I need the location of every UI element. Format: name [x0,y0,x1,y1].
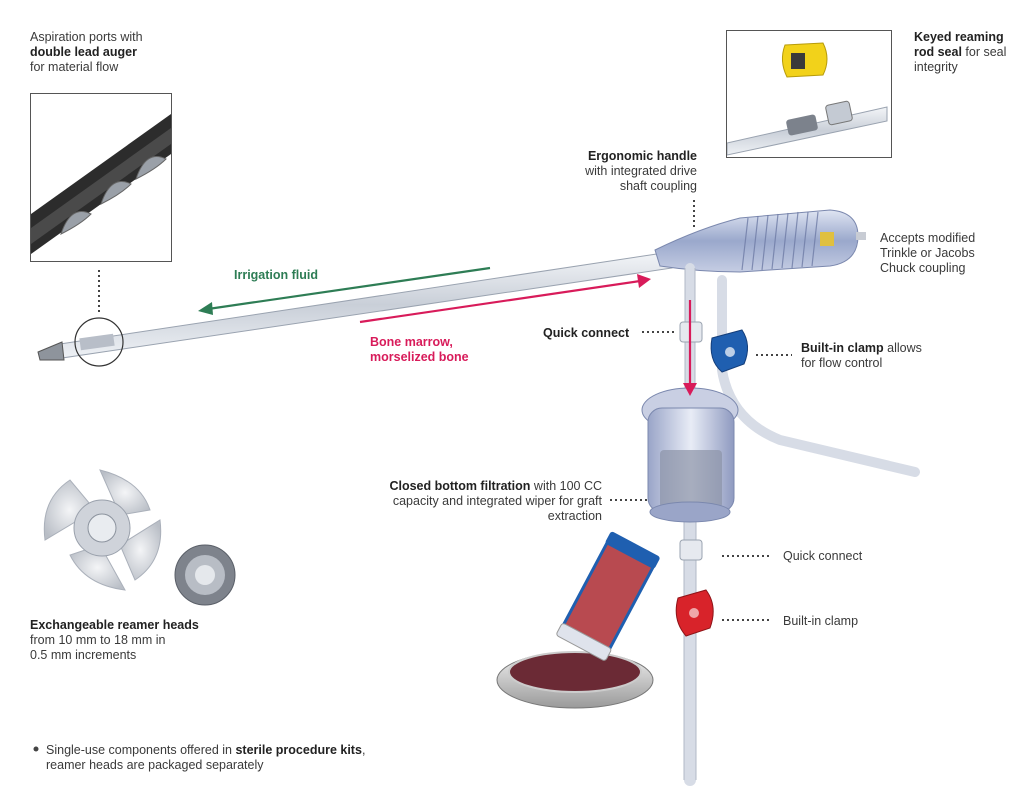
reamer-heads-label: Exchangeable reamer heads from 10 mm to … [30,618,199,663]
reamer-heads-bold: Exchangeable reamer heads [30,618,199,632]
filtration-rest: with 100 CC [530,479,602,493]
bone-marrow-line2: morselized bone [370,350,469,364]
accepts-line2: Trinkle or Jacobs [880,246,975,260]
downflow-arrow [683,300,697,396]
footnote: Single-use components offered in sterile… [46,743,365,773]
irrigation-fluid-label: Irrigation fluid [234,268,319,282]
built-in-clamp-bottom-label: Built-in clamp [783,614,859,628]
filtration-line2: capacity and integrated wiper for graft [392,494,602,508]
filter-cartridge [556,531,660,661]
accepts-line1: Accepts modified [880,231,976,245]
bone-marrow-label: Bone marrow, morselized bone [370,335,469,365]
graft-bowl [496,651,654,709]
clamp-top-bold: Built-in clamp [801,341,884,355]
auger-detail-inset [30,93,172,262]
irrigation-arrow [198,266,491,315]
rod-seal-image [727,31,891,157]
footnote-line2: reamer heads are packaged separately [46,758,264,772]
keyed-seal-bold2: rod seal [914,45,962,59]
filtration-label: Closed bottom filtration with 100 CC cap… [370,479,602,524]
filtration-canister [641,387,739,523]
footnote-post: , [361,743,366,757]
bone-marrow-arrow [359,274,651,324]
reamer-heads-line2: from 10 mm to 18 mm in [30,633,166,647]
handle-line3: shaft coupling [619,179,697,193]
filtration-bold: Closed bottom filtration [389,479,531,493]
aspiration-bold: double lead auger [30,45,137,59]
reamer-heads-line3: 0.5 mm increments [30,648,137,662]
aspiration-line1: Aspiration ports with [30,30,143,44]
small-reamer-head [174,544,236,606]
keyed-seal-line3: integrity [914,60,958,74]
keyed-seal-label: Keyed reaming rod seal for seal integrit… [914,30,1006,75]
rod-seal-inset [726,30,892,158]
red-clamp-part [675,589,714,637]
large-reamer-head [43,469,162,591]
built-in-clamp-top-label: Built-in clamp allows for flow control [801,341,922,371]
aspiration-line3: for material flow [30,60,119,74]
quick-connect-top-label: Quick connect [543,326,629,341]
keyed-seal-bold1: Keyed reaming [914,30,1004,44]
filtration-line3: extraction [547,509,602,523]
keyed-seal-rest2: for seal [961,45,1007,59]
clamp-top-rest: allows [883,341,922,355]
leader-lines [98,200,792,621]
bone-marrow-line1: Bone marrow, [370,335,453,349]
quick-connect-bottom-part [679,539,703,561]
reaming-rod [37,251,673,367]
quick-connect-top-text: Quick connect [543,326,630,340]
handle-line2: with integrated drive [585,164,697,178]
footnote-pre: Single-use components offered in [46,743,236,757]
quick-connect-bottom-label: Quick connect [783,549,863,563]
accepts-line3: Chuck coupling [880,261,966,275]
footnote-bullet [33,746,39,752]
blue-clamp-part [710,329,748,373]
ergonomic-handle-label: Ergonomic handle with integrated drive s… [560,149,697,194]
aspiration-ports-label: Aspiration ports with double lead auger … [30,30,143,75]
clamp-top-line2: for flow control [801,356,883,370]
auger-detail-image [31,94,171,261]
handle-bold: Ergonomic handle [587,149,697,163]
ergonomic-handle [654,209,866,273]
accepts-coupling-label: Accepts modified Trinkle or Jacobs Chuck… [880,231,975,276]
footnote-bold: sterile procedure kits [235,743,362,757]
